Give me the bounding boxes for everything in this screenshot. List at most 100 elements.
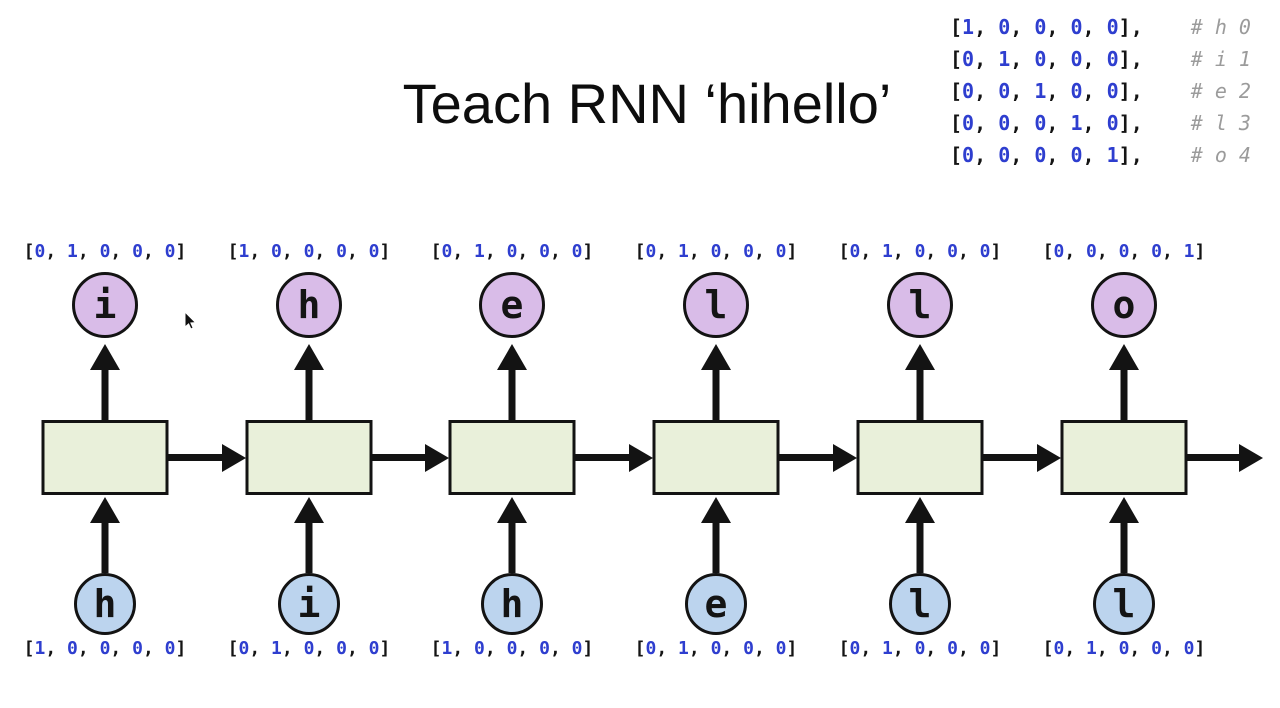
output-char-label: h <box>297 283 321 327</box>
legend-comment: # o 4 <box>1190 143 1251 167</box>
arrow-shaft <box>372 454 433 461</box>
output-char-node: l <box>887 272 953 338</box>
arrow-shaft <box>101 513 109 573</box>
arrow-shaft <box>168 454 230 461</box>
input-to-cell-arrow <box>701 497 731 573</box>
cell-to-output-arrow <box>497 344 527 420</box>
output-char-label: l <box>704 283 728 327</box>
input-char-node: l <box>1093 573 1155 635</box>
legend-comment: # l 3 <box>1190 111 1251 135</box>
legend-row: [0, 0, 1, 0, 0], # e 2 <box>950 75 1251 107</box>
arrow-shaft <box>305 513 313 573</box>
input-to-cell-arrow <box>1109 497 1139 573</box>
arrow-shaft <box>575 454 637 461</box>
cell-to-cell-arrow <box>779 444 857 472</box>
output-char-label: o <box>1112 283 1136 327</box>
arrow-head <box>1037 444 1061 472</box>
arrow-shaft <box>1120 513 1128 573</box>
input-onehot-vector: [1, 0, 0, 0, 0] <box>430 638 594 659</box>
input-char-label: h <box>500 582 524 626</box>
input-char-label: i <box>297 582 321 626</box>
legend-vector: [0, 0, 1, 0, 0], <box>950 79 1143 103</box>
output-onehot-vector: [0, 1, 0, 0, 0] <box>430 241 594 262</box>
cell-to-cell-arrow <box>575 444 653 472</box>
arrow-head <box>222 444 246 472</box>
input-char-node: l <box>889 573 951 635</box>
output-char-node: h <box>276 272 342 338</box>
legend-comment: # h 0 <box>1190 15 1251 39</box>
output-char-label: l <box>908 283 932 327</box>
cell-to-output-arrow <box>905 344 935 420</box>
input-char-node: h <box>74 573 136 635</box>
output-char-node: e <box>479 272 545 338</box>
input-char-node: i <box>278 573 340 635</box>
rnn-cell <box>245 420 373 495</box>
cell-to-output-arrow <box>294 344 324 420</box>
cell-to-output-arrow <box>90 344 120 420</box>
input-to-cell-arrow <box>294 497 324 573</box>
timestep-column: [0, 1, 0, 0, 0] l e [0, 1, 0, 0, 0] <box>614 0 818 708</box>
arrow-shaft <box>712 360 720 420</box>
arrow-shaft <box>916 513 924 573</box>
input-to-cell-arrow <box>497 497 527 573</box>
mouse-cursor <box>184 312 197 330</box>
timestep-column: [0, 0, 0, 0, 1] o l [0, 1, 0, 0, 0] <box>1022 0 1226 708</box>
arrow-shaft <box>916 360 924 420</box>
onehot-legend: [1, 0, 0, 0, 0], # h 0 [0, 1, 0, 0, 0], … <box>950 11 1251 171</box>
input-char-label: l <box>908 582 932 626</box>
timestep-column: [0, 1, 0, 0, 0] i h [1, 0, 0, 0, 0] <box>3 0 207 708</box>
arrow-shaft <box>983 454 1045 461</box>
legend-row: [0, 1, 0, 0, 0], # i 1 <box>950 43 1251 75</box>
input-onehot-vector: [0, 1, 0, 0, 0] <box>838 638 1002 659</box>
timestep-column: [0, 1, 0, 0, 0] e h [1, 0, 0, 0, 0] <box>410 0 614 708</box>
input-char-node: e <box>685 573 747 635</box>
cell-to-cell-arrow <box>168 444 246 472</box>
input-to-cell-arrow <box>905 497 935 573</box>
arrow-shaft <box>779 454 841 461</box>
output-char-label: i <box>93 283 117 327</box>
input-onehot-vector: [0, 1, 0, 0, 0] <box>634 638 798 659</box>
input-char-label: l <box>1112 582 1136 626</box>
legend-row: [0, 0, 0, 0, 1], # o 4 <box>950 139 1251 171</box>
timestep-column: [0, 1, 0, 0, 0] l l [0, 1, 0, 0, 0] <box>818 0 1022 708</box>
arrow-shaft <box>508 360 516 420</box>
arrow-shaft <box>508 513 516 573</box>
arrow-shaft <box>101 360 109 420</box>
output-onehot-vector: [0, 1, 0, 0, 0] <box>838 241 1002 262</box>
output-onehot-vector: [1, 0, 0, 0, 0] <box>227 241 391 262</box>
recurrent-exit-arrow <box>1187 444 1263 472</box>
rnn-cell <box>856 420 984 495</box>
cell-to-cell-arrow <box>983 444 1061 472</box>
arrow-shaft <box>1120 360 1128 420</box>
timestep-column: [1, 0, 0, 0, 0] h i [0, 1, 0, 0, 0] <box>207 0 411 708</box>
rnn-cell <box>448 420 576 495</box>
output-onehot-vector: [0, 1, 0, 0, 0] <box>23 241 187 262</box>
input-to-cell-arrow <box>90 497 120 573</box>
slide-title: Teach RNN ‘hihello’ <box>402 72 892 135</box>
rnn-cell <box>41 420 169 495</box>
input-onehot-vector: [1, 0, 0, 0, 0] <box>23 638 187 659</box>
input-onehot-vector: [0, 1, 0, 0, 0] <box>227 638 391 659</box>
output-char-label: e <box>500 283 524 327</box>
arrow-head <box>629 444 653 472</box>
legend-comment: # e 2 <box>1190 79 1251 103</box>
input-char-label: h <box>93 582 117 626</box>
legend-vector: [0, 0, 0, 0, 1], <box>950 143 1143 167</box>
cell-to-cell-arrow <box>372 444 449 472</box>
cell-to-output-arrow <box>701 344 731 420</box>
arrow-head <box>425 444 449 472</box>
legend-comment: # i 1 <box>1190 47 1251 71</box>
output-char-node: i <box>72 272 138 338</box>
arrow-head <box>1239 444 1263 472</box>
output-onehot-vector: [0, 1, 0, 0, 0] <box>634 241 798 262</box>
legend-vector: [1, 0, 0, 0, 0], <box>950 15 1143 39</box>
arrow-shaft <box>712 513 720 573</box>
arrow-shaft <box>1187 454 1247 461</box>
rnn-cell <box>652 420 780 495</box>
arrow-head <box>833 444 857 472</box>
legend-row: [0, 0, 0, 1, 0], # l 3 <box>950 107 1251 139</box>
legend-vector: [0, 1, 0, 0, 0], <box>950 47 1143 71</box>
output-char-node: l <box>683 272 749 338</box>
rnn-cell <box>1060 420 1188 495</box>
